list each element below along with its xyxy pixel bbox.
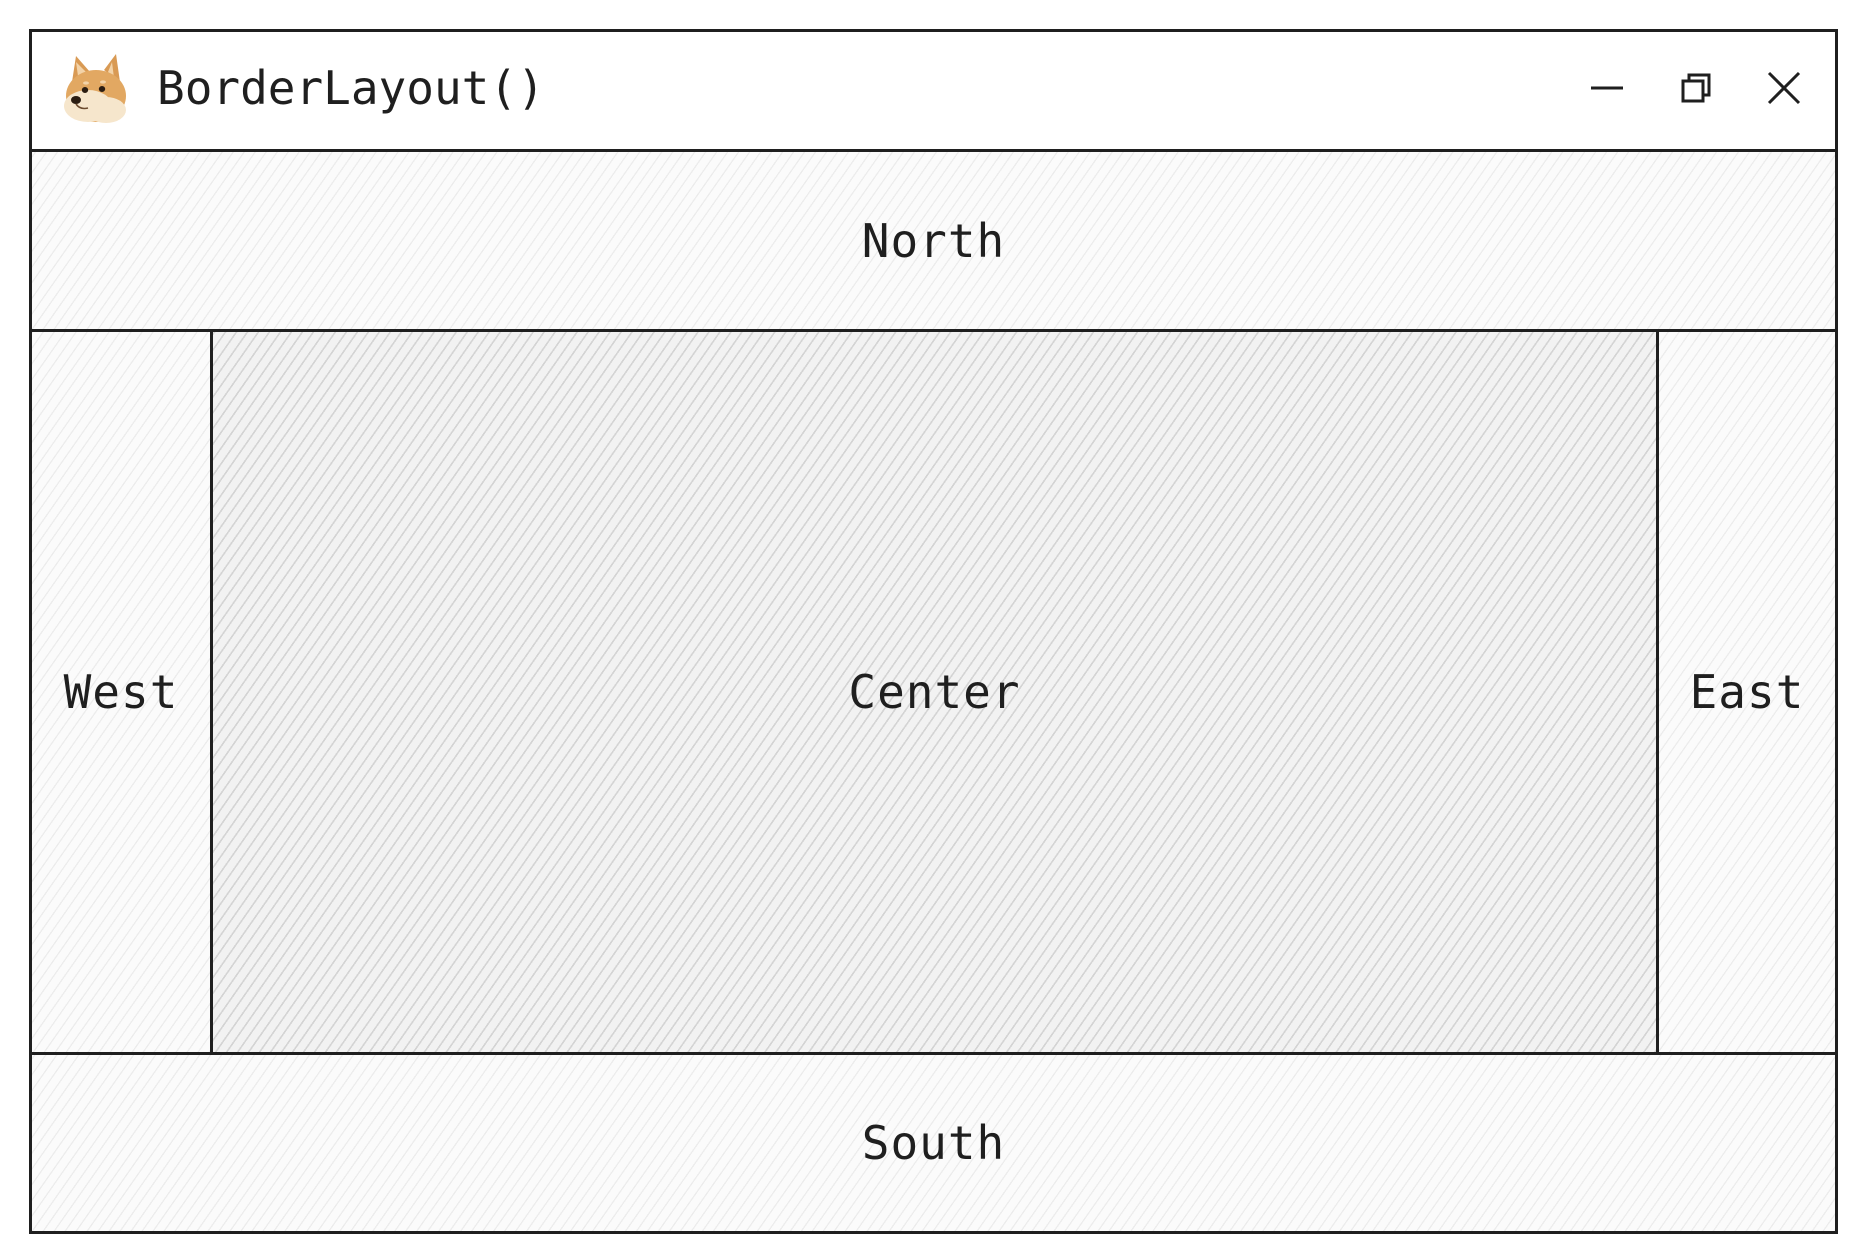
center-region: Center (213, 332, 1656, 1055)
app-window: BorderLayout() North West Center East (29, 29, 1838, 1234)
close-button[interactable] (1756, 60, 1812, 116)
minimize-button[interactable] (1579, 60, 1635, 116)
south-label: South (861, 1116, 1006, 1170)
title-bar[interactable]: BorderLayout() (32, 32, 1835, 152)
window-title: BorderLayout() (157, 61, 545, 115)
center-label: Center (848, 665, 1021, 719)
north-label: North (861, 213, 1006, 268)
restore-icon (1681, 73, 1711, 103)
west-label: West (63, 665, 179, 719)
east-label: East (1689, 665, 1805, 719)
west-region: West (32, 332, 213, 1055)
minimize-icon (1591, 86, 1623, 90)
close-icon (1767, 71, 1801, 105)
shiba-dog-icon (62, 52, 128, 124)
north-region: North (32, 152, 1835, 332)
restore-button[interactable] (1668, 60, 1724, 116)
south-region: South (32, 1055, 1835, 1231)
east-region: East (1656, 332, 1835, 1055)
